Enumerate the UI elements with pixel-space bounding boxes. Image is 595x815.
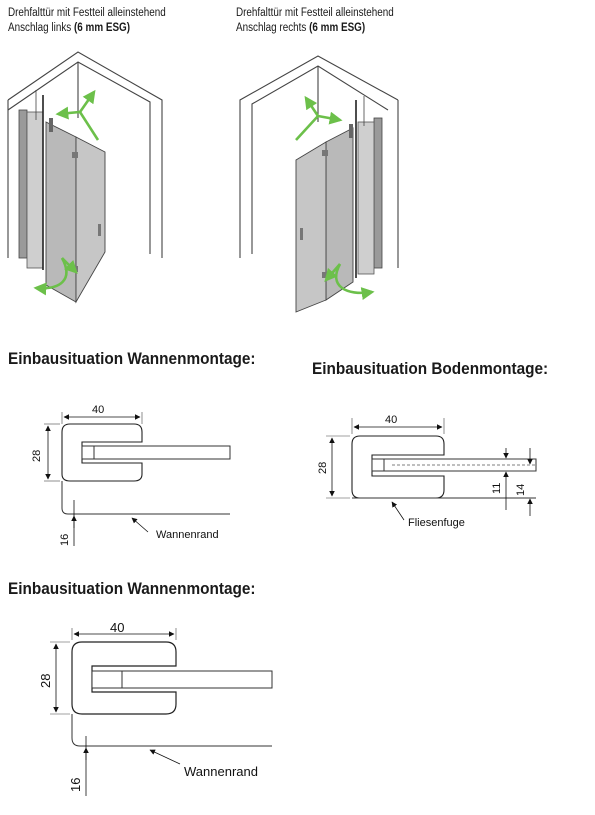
right-folding-door	[295, 124, 354, 313]
left-door-caption-line2: Anschlag links (6 mm ESG)	[8, 21, 166, 36]
dim-width-floor: 40	[385, 414, 397, 426]
right-swing-arrows	[295, 95, 375, 301]
right-shower-walls	[239, 55, 399, 268]
right-door-caption-line1: Drehfalttür mit Festteil alleinstehend	[236, 7, 394, 19]
glass-pane-2	[91, 670, 273, 689]
dim-height-1: 28	[31, 450, 43, 462]
left-folding-door	[45, 118, 106, 304]
tub-mount-heading-1: Einbausituation Wannenmontage:	[8, 350, 256, 368]
dim-height-floor: 28	[317, 462, 329, 474]
callout-tub-edge-1: Wannenrand	[156, 529, 219, 541]
dim-width-1: 40	[92, 404, 104, 416]
left-door-caption: Drehfalttür mit Festteil alleinstehend A…	[8, 6, 166, 36]
clamp-profile-2	[71, 641, 177, 715]
dim-height-2: 28	[38, 674, 53, 688]
left-shower-illustration	[7, 51, 163, 304]
left-door-hinge-side: Anschlag links	[8, 22, 74, 34]
left-fixed-panel	[18, 90, 44, 270]
tub-mount-drawing-2	[50, 628, 273, 796]
tub-mount-drawing-1	[44, 412, 231, 546]
right-door-glass-spec: (6 mm ESG)	[309, 22, 366, 34]
clamp-profile-1	[61, 423, 143, 482]
left-swing-arrows	[33, 89, 100, 296]
dim-total-floor: 14	[515, 484, 527, 496]
callout-tub-edge-2: Wannenrand	[184, 764, 258, 779]
right-door-caption: Drehfalttür mit Festteil alleinstehend A…	[236, 6, 394, 36]
left-shower-walls	[7, 51, 163, 258]
floor-mount-heading: Einbausituation Bodenmontage:	[312, 360, 549, 378]
dim-edge-1: 16	[59, 534, 71, 546]
right-door-hinge-side: Anschlag rechts	[236, 22, 310, 34]
left-door-glass-spec: (6 mm ESG)	[73, 22, 131, 34]
dim-width-2: 40	[110, 620, 124, 635]
tub-mount-heading-2: Einbausituation Wannenmontage:	[8, 580, 256, 598]
right-fixed-panel	[355, 96, 383, 278]
left-door-caption-line1: Drehfalttür mit Festteil alleinstehend	[8, 7, 166, 19]
right-shower-illustration	[239, 55, 399, 313]
dim-edge-2: 16	[68, 778, 83, 792]
tub-edge-2	[71, 714, 272, 747]
floor-mount-drawing	[326, 418, 537, 521]
dim-gap-floor: 11	[491, 483, 503, 494]
glass-pane-1	[81, 445, 231, 460]
tub-edge-1	[61, 481, 230, 515]
right-door-caption-line2: Anschlag rechts (6 mm ESG)	[236, 21, 394, 36]
callout-tile-joint: Fliesenfuge	[408, 517, 465, 529]
